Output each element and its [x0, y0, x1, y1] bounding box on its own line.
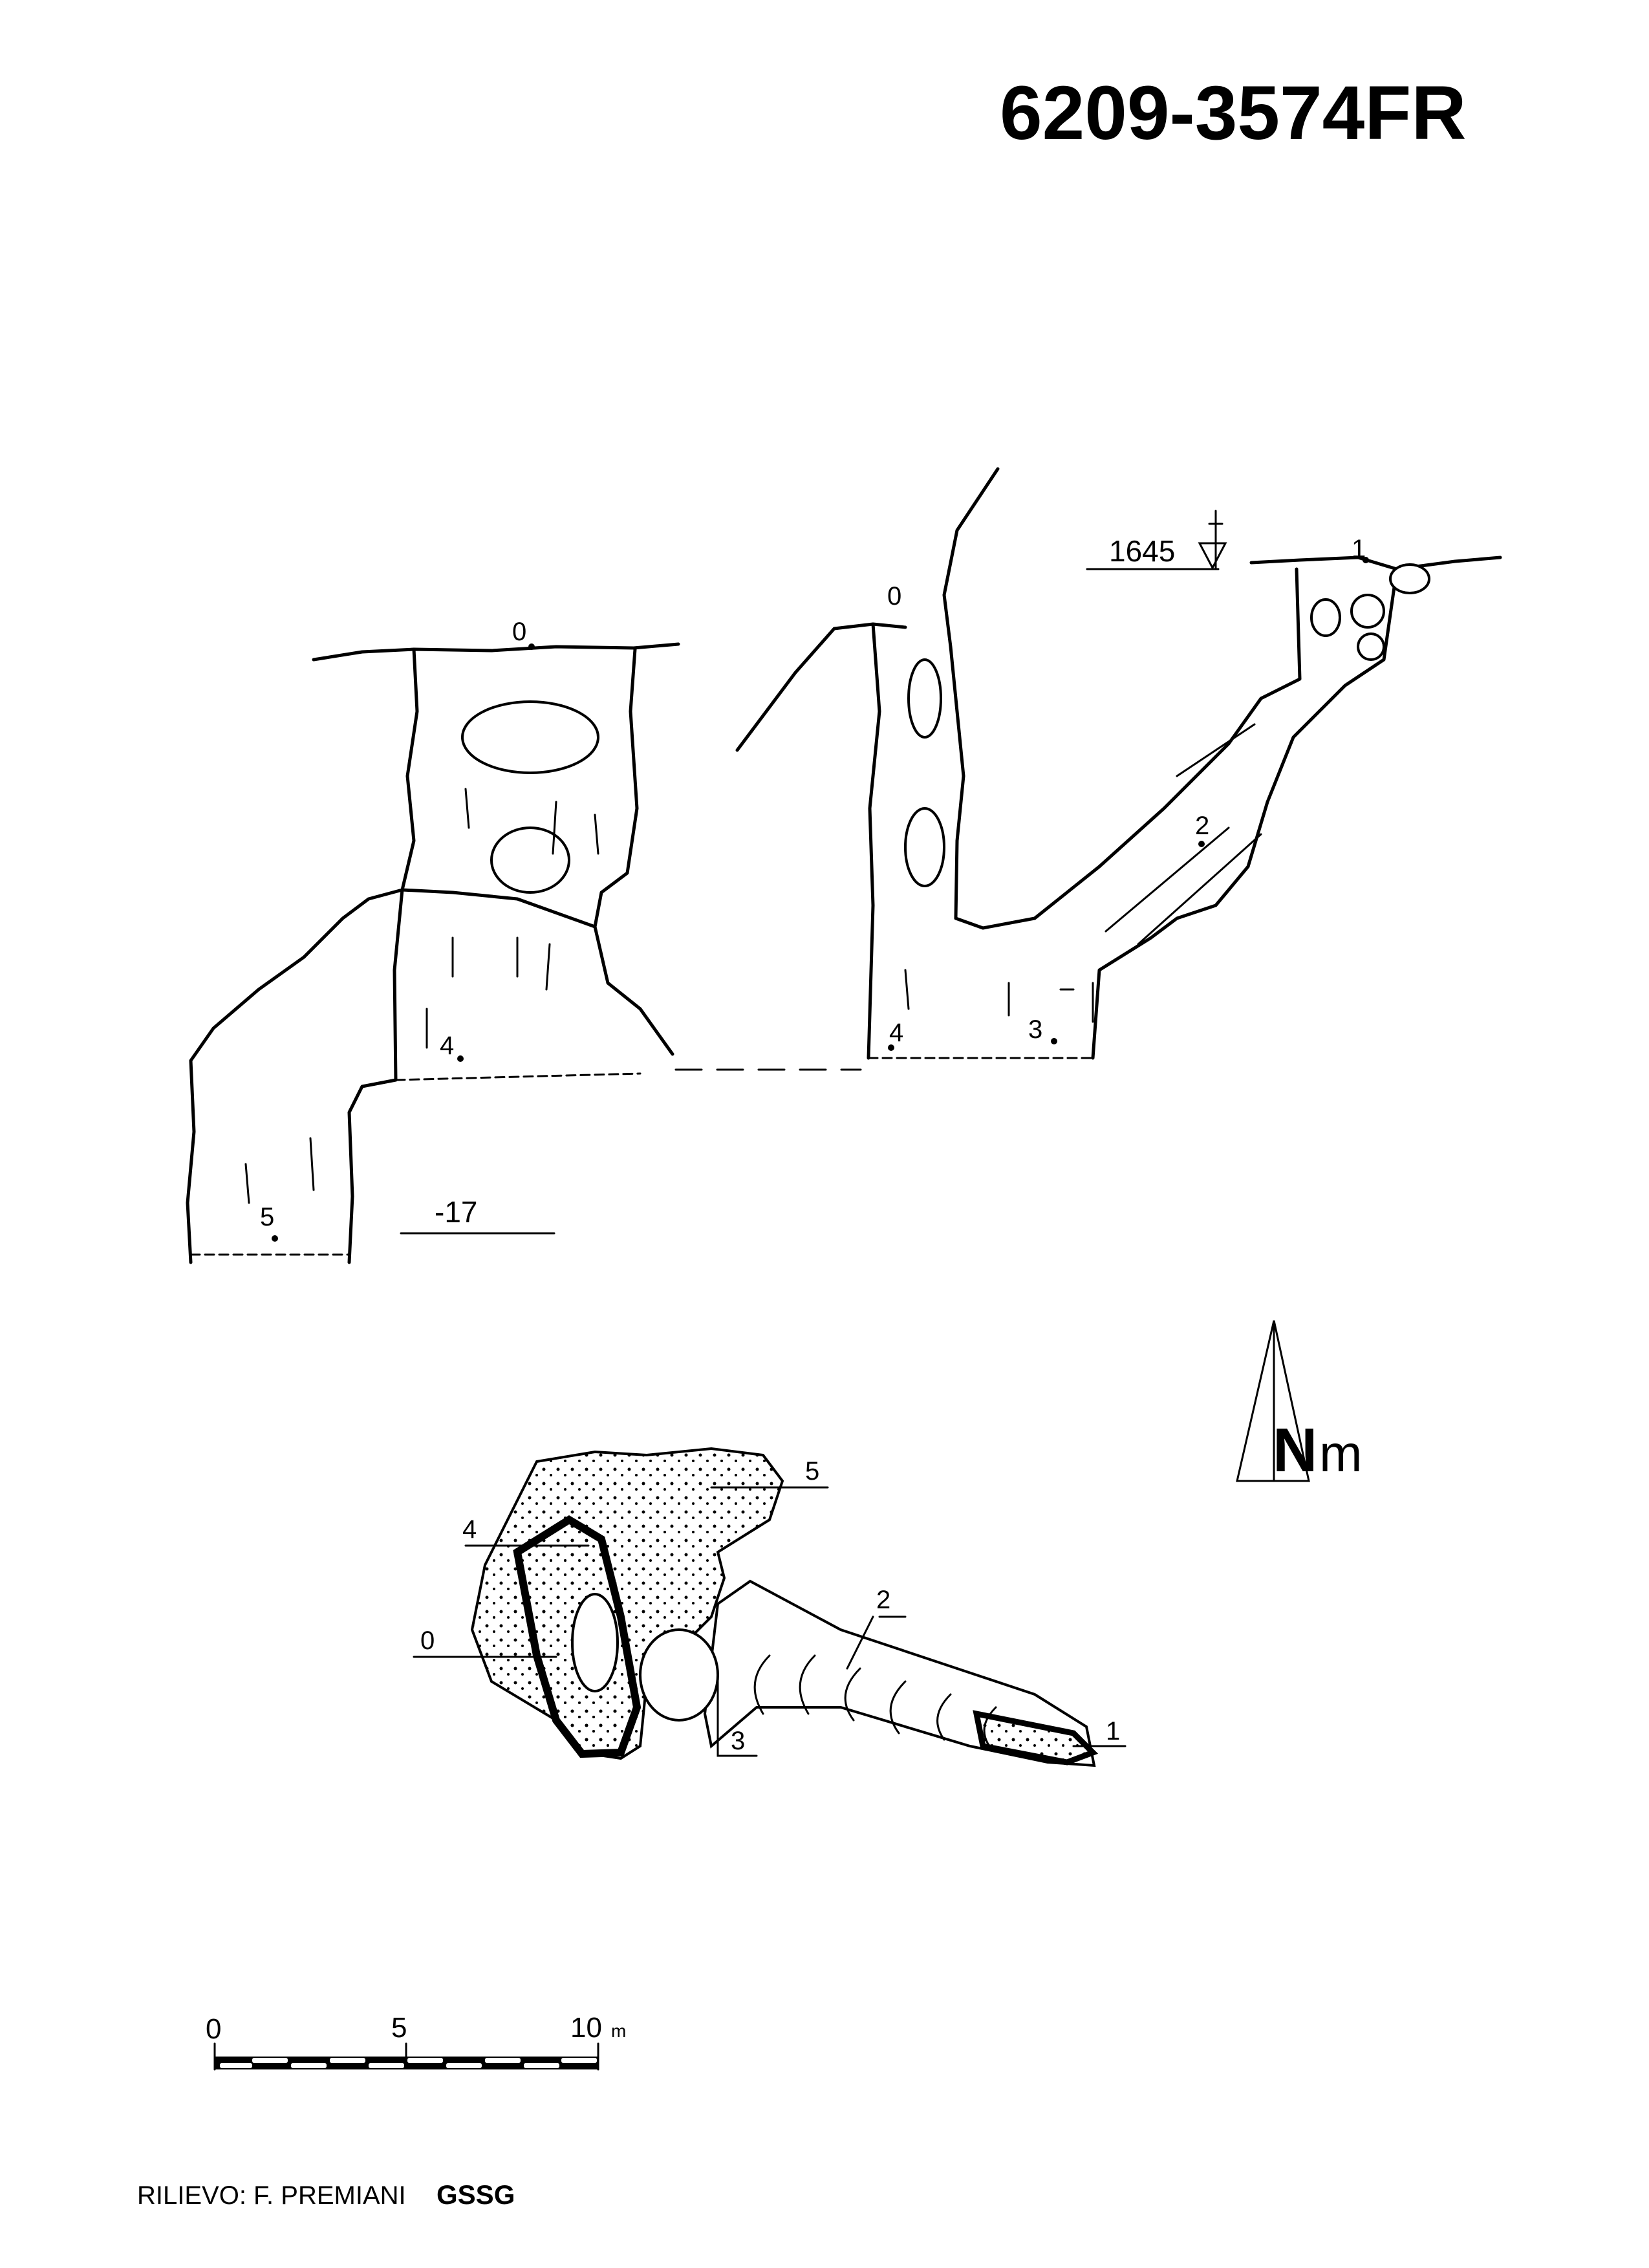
plan-view: 0 1 2 3 4 5: [413, 1447, 1126, 1767]
survey-credit: RILIEVO: F. PREMIANI: [137, 2181, 406, 2210]
boulder: [904, 807, 945, 887]
boulder: [490, 826, 570, 894]
scale-bar: 0 5 10 m: [206, 2012, 626, 2071]
station-label: 3: [731, 1727, 745, 1755]
north-letter: N: [1273, 1416, 1317, 1485]
elevation-marker-icon: [1198, 542, 1227, 570]
station-label: 0: [887, 582, 901, 610]
right-profile-section: 0 1 2 3 4 1645: [735, 467, 1502, 1060]
boulder: [461, 700, 599, 774]
station-label: 0: [420, 1626, 435, 1655]
scale-label: 0: [206, 2013, 221, 2045]
station-label: 1: [1352, 535, 1366, 563]
station-label: 5: [260, 1203, 274, 1231]
station-label: 3: [1028, 1015, 1042, 1044]
scale-label: 5: [391, 2012, 407, 2044]
boulder: [907, 658, 942, 739]
depth-label: -17: [435, 1195, 477, 1229]
station-label: 2: [876, 1586, 890, 1614]
station-label: 2: [1195, 812, 1209, 840]
scale-label: 10: [570, 2012, 602, 2044]
station-label: 5: [805, 1457, 819, 1485]
north-suffix: m: [1319, 1425, 1363, 1482]
group-credit: GSSG: [436, 2179, 515, 2210]
station-label: 4: [440, 1031, 454, 1060]
scale-unit: m: [611, 2021, 626, 2041]
station-label: 4: [889, 1019, 903, 1047]
entrance-elevation: 1645: [1109, 534, 1175, 568]
cave-id-title: 6209-3574FR: [1000, 70, 1467, 156]
left-profile-section: 0 4 5 -17: [186, 618, 862, 1264]
north-arrow: N m: [1236, 1320, 1363, 1485]
station-label: 4: [462, 1515, 477, 1544]
station-label: 0: [512, 618, 526, 646]
station-label: 1: [1106, 1717, 1120, 1745]
